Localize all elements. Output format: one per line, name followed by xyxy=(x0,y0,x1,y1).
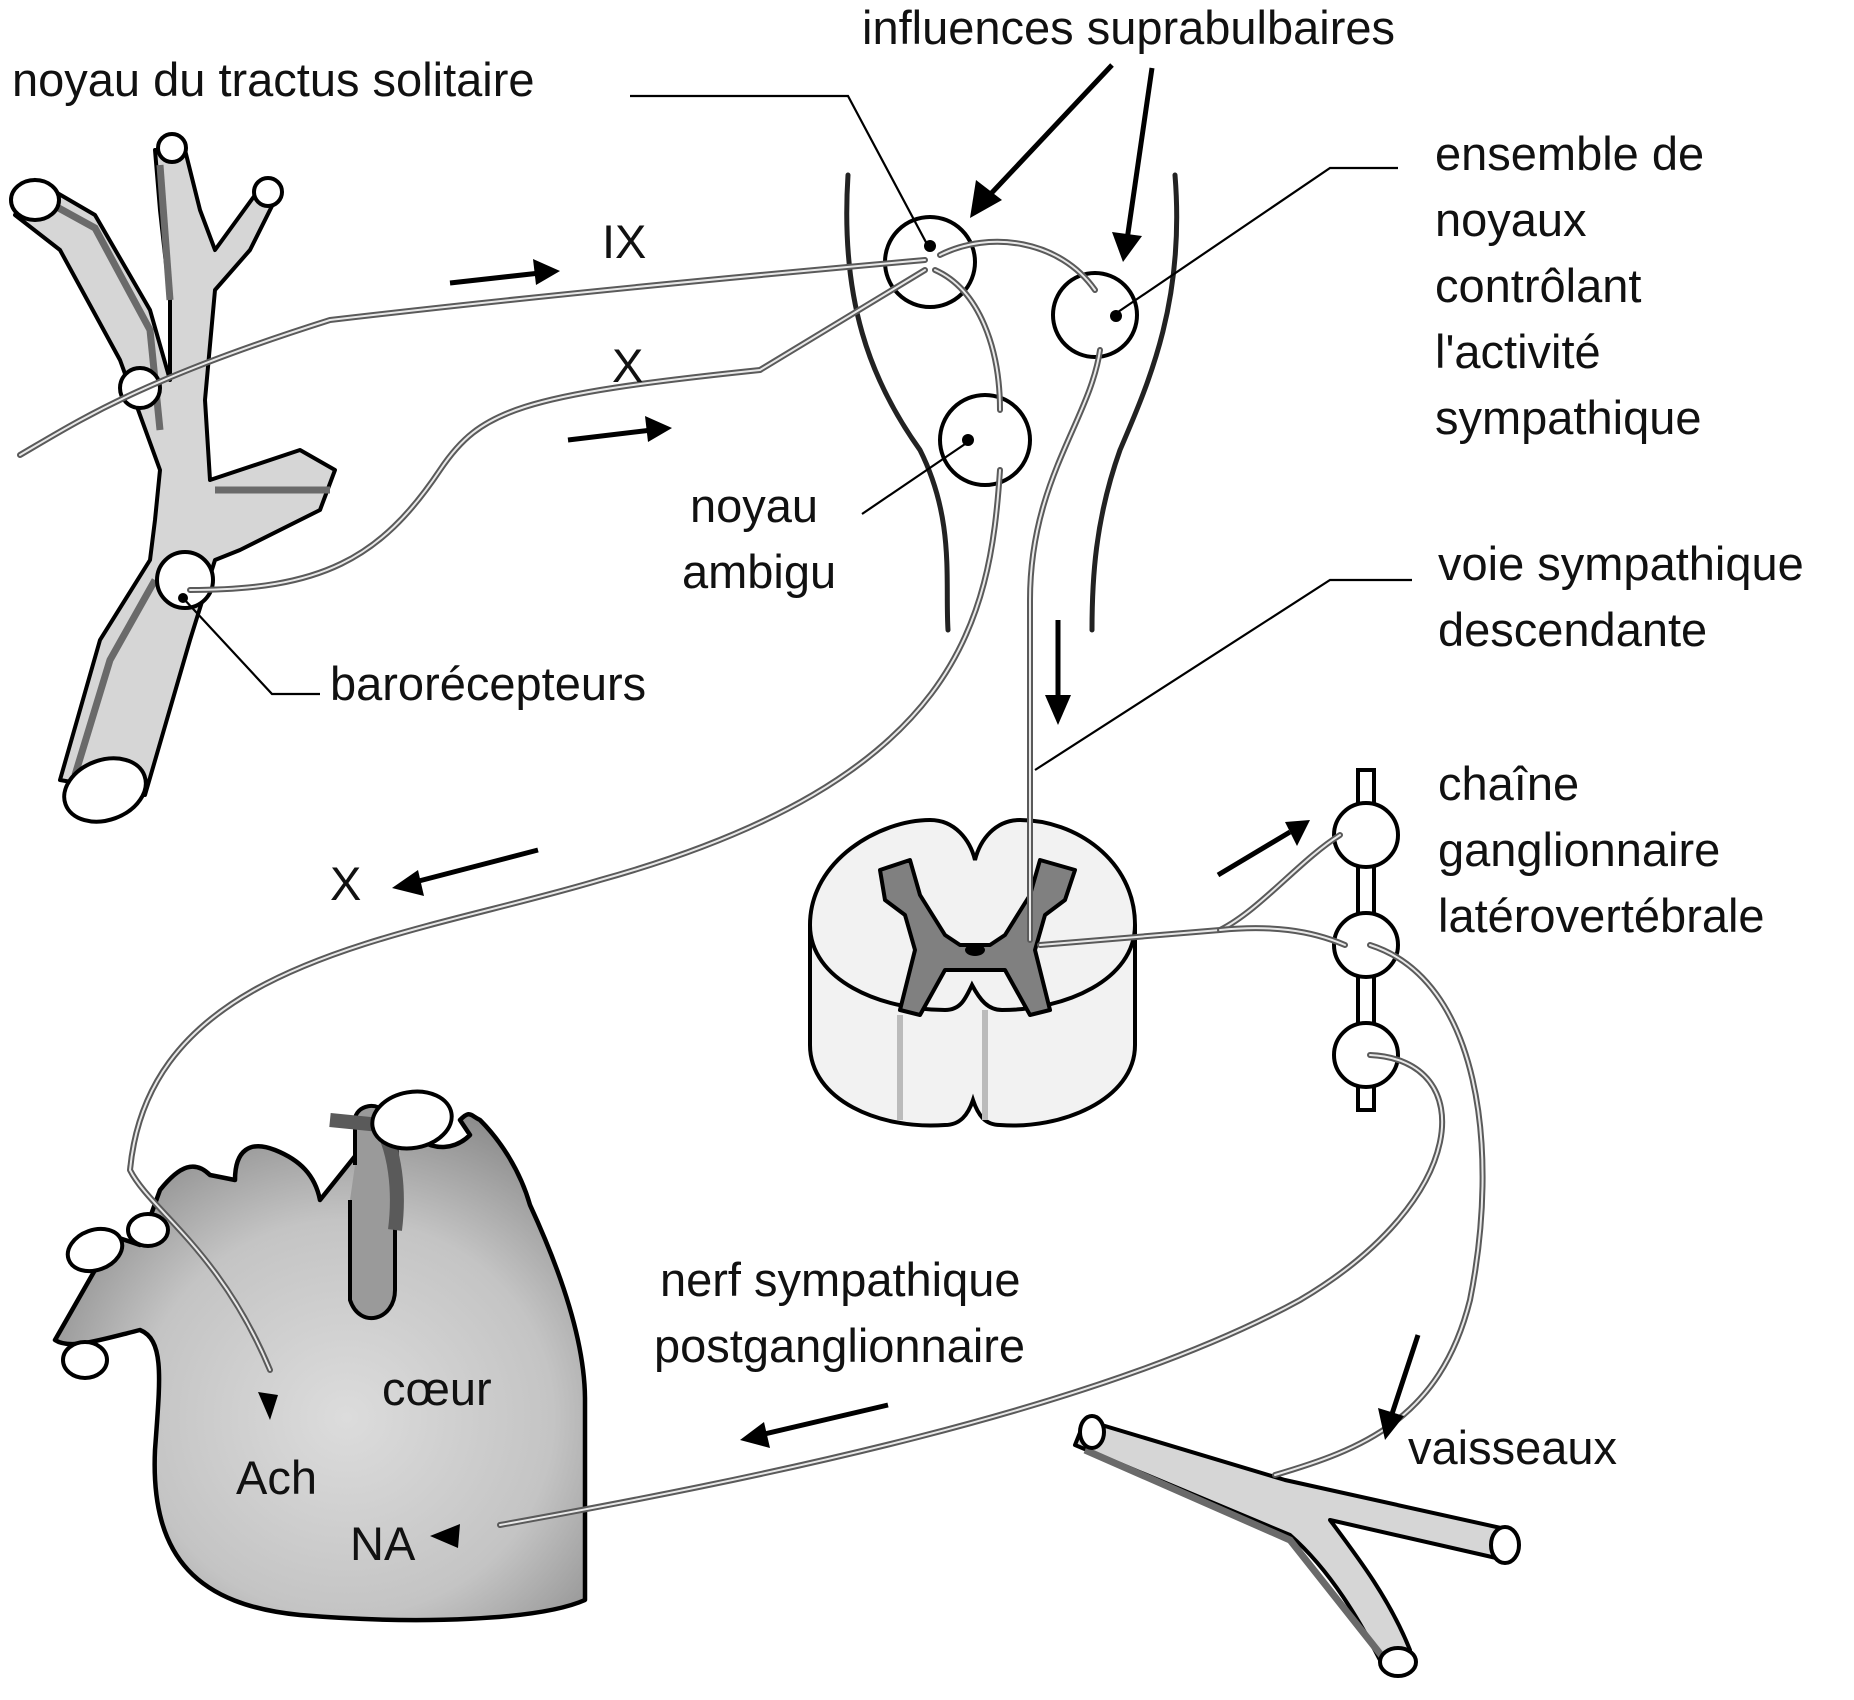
label-noyau-ambigu-1: noyau xyxy=(690,479,818,532)
leader-lines xyxy=(182,94,1412,771)
na-arrowhead xyxy=(430,1524,460,1548)
label-nerf-2: postganglionnaire xyxy=(654,1319,1025,1372)
label-ensemble-1: ensemble de xyxy=(1435,127,1704,180)
label-noyau-ambigu-2: ambigu xyxy=(682,545,836,598)
label-coeur: cœur xyxy=(382,1362,492,1415)
label-nts: noyau du tractus solitaire xyxy=(12,53,535,106)
spinal-cord xyxy=(808,817,1137,1128)
sympathetic-control-nuclei xyxy=(1051,271,1139,359)
label-na: NA xyxy=(350,1517,416,1570)
label-chaine-1: chaîne xyxy=(1438,757,1579,810)
label-voie-1: voie sympathique xyxy=(1438,537,1804,590)
label-ix-nerve: IX xyxy=(602,215,646,268)
sympathetic-chain xyxy=(1332,768,1400,1112)
nucleus-ambiguus xyxy=(938,393,1032,487)
label-ensemble-5: sympathique xyxy=(1435,391,1702,444)
label-x-nerve-upper: X xyxy=(612,339,643,392)
grey-matter xyxy=(878,858,1077,1017)
label-ach: Ach xyxy=(236,1451,317,1504)
heart xyxy=(52,1089,588,1623)
label-ensemble-3: contrôlant xyxy=(1435,259,1641,312)
carotid-vessel xyxy=(9,132,337,824)
nerve-fibres xyxy=(17,238,1486,1528)
blood-vessels xyxy=(1073,1414,1521,1678)
label-ensemble-4: l'activité xyxy=(1435,325,1601,378)
label-barorecepteurs: barorécepteurs xyxy=(330,657,646,710)
label-ensemble-2: noyaux xyxy=(1435,193,1587,246)
labels: influences suprabulbaires noyau du tract… xyxy=(12,1,1804,1570)
label-chaine-2: ganglionnaire xyxy=(1438,823,1720,876)
label-x-nerve-lower: X xyxy=(330,857,361,910)
label-influences: influences suprabulbaires xyxy=(862,1,1395,54)
label-voie-2: descendante xyxy=(1438,603,1707,656)
baroreceptor-lower xyxy=(155,550,215,610)
label-vaisseaux: vaisseaux xyxy=(1408,1421,1617,1474)
flow-arrows xyxy=(258,63,1421,1548)
ach-arrowhead xyxy=(258,1392,278,1420)
label-nerf-1: nerf sympathique xyxy=(660,1253,1021,1306)
label-chaine-3: latérovertébrale xyxy=(1438,889,1765,942)
